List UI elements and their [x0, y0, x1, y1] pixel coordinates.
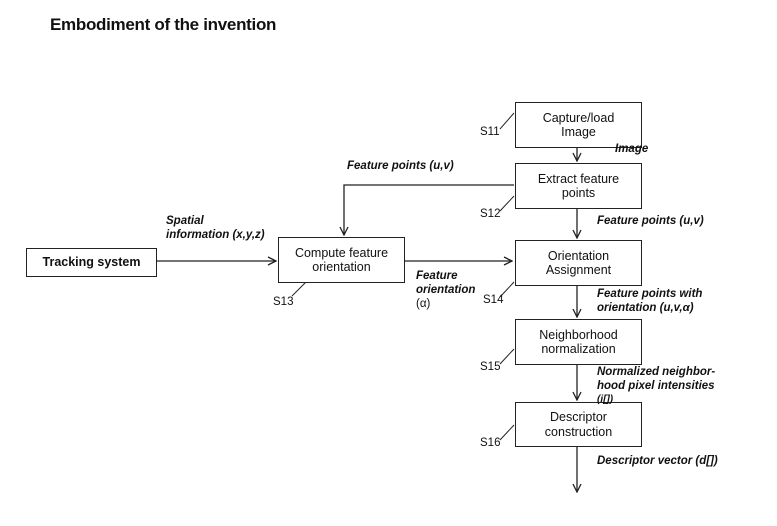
leader-s11	[499, 112, 515, 130]
leader-s16	[499, 424, 515, 441]
arrow-extract-compute	[344, 184, 514, 235]
step-s15: S15	[480, 361, 501, 373]
box-tracking-system: Tracking system	[26, 248, 157, 277]
label-feature-points-right: Feature points (u,v)	[597, 215, 704, 227]
step-s11: S11	[480, 126, 500, 138]
label-feature-points-with-orientation: Feature points with orientation (u,v,α)	[597, 288, 703, 314]
step-s13: S13	[273, 296, 294, 308]
label-image: Image	[615, 143, 649, 155]
label-descriptor-vector: Descriptor vector (d[])	[597, 455, 718, 467]
label-spatial-information: Spatial information (x,y,z)	[166, 215, 265, 241]
label-feature-points-top: Feature points (u,v)	[347, 160, 454, 172]
page-title: Embodiment of the invention	[50, 15, 277, 34]
label-feature-orientation: Feature orientation (α)	[416, 270, 476, 310]
leader-s15	[499, 348, 515, 365]
leader-s14	[499, 281, 515, 298]
step-s14: S14	[483, 294, 504, 306]
step-s16: S16	[480, 437, 501, 449]
leader-s12	[499, 195, 515, 212]
leader-s13	[291, 281, 307, 297]
label-normalized-intensities: Normalized neighbor- hood pixel intensit…	[597, 366, 716, 405]
step-s12: S12	[480, 208, 501, 220]
